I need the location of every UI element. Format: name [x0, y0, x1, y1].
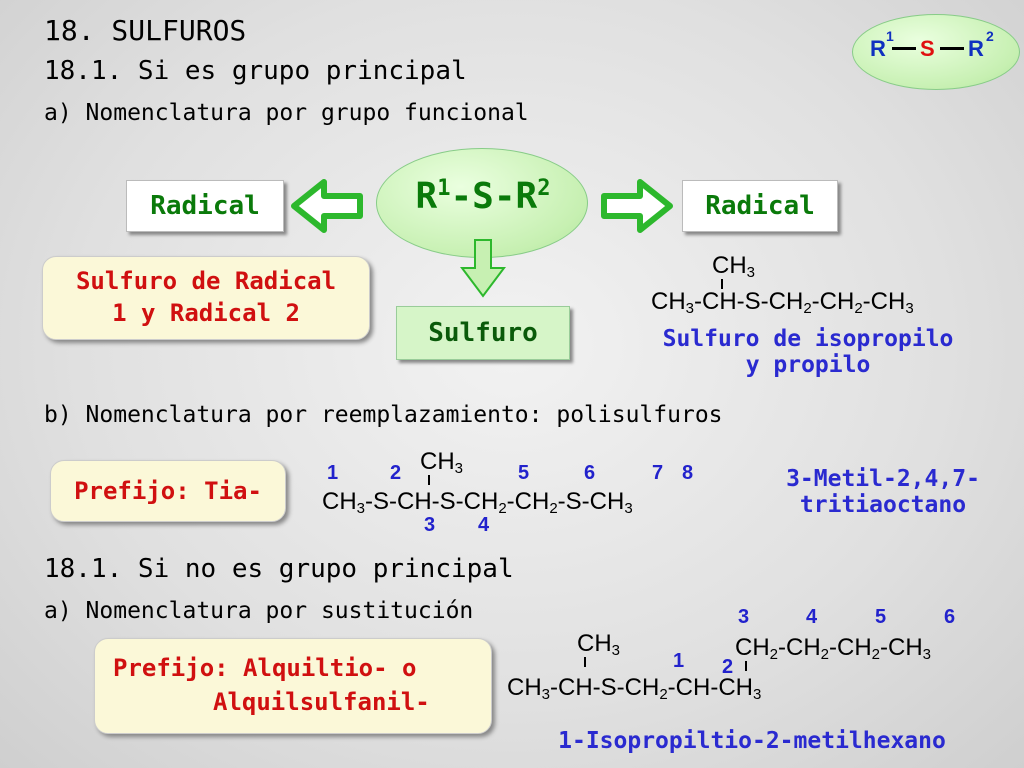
- section-title: 18. SULFUROS: [44, 14, 247, 47]
- general-formula-badge: [852, 14, 1020, 90]
- ex3-number-4: 4: [806, 606, 818, 628]
- heading-functional-group: a) Nomenclatura por grupo funcional: [44, 100, 529, 126]
- arrow-left-icon: [291, 179, 363, 233]
- ex1-branch-bond: [721, 279, 723, 289]
- ex3-number-5: 5: [875, 606, 887, 628]
- badge-bond-left: [892, 47, 916, 50]
- ex3-chain-top: CH2-CH2-CH2-CH3: [735, 634, 932, 663]
- heading-substitution: a) Nomenclatura por sustitución: [44, 598, 474, 624]
- ex3-number-3: 3: [738, 606, 750, 628]
- ex3-number-1: 1: [673, 650, 685, 672]
- ex2-number-6: 6: [584, 462, 596, 484]
- ex2-number-8: 8: [682, 462, 694, 484]
- badge-r2: R: [968, 36, 984, 61]
- badge-r1: R: [870, 36, 886, 61]
- sulfuro-box: Sulfuro: [396, 306, 570, 360]
- subsection-title-2: 18.1. Si no es grupo principal: [44, 554, 514, 584]
- ex2-branch-bond: [428, 475, 430, 485]
- ex3-top-chain-bond: [745, 661, 747, 671]
- badge-bond-right: [940, 47, 964, 50]
- badge-formula: R 1 S R 2: [870, 28, 1000, 74]
- ex3-number-2: 2: [722, 656, 734, 678]
- ex3-branch-bond: [584, 657, 586, 667]
- badge-sup1: 1: [886, 28, 894, 44]
- arrow-down-icon: [460, 239, 506, 298]
- prefix-alquiltio-line1: Prefijo: Alquiltio- o: [113, 654, 417, 682]
- ex3-chain-main: CH3-CH-S-CH2-CH-CH3: [507, 674, 762, 703]
- ex2-branch: CH3: [420, 448, 464, 477]
- ex3-branch: CH3: [577, 630, 621, 659]
- name-template-box: Sulfuro de Radical 1 y Radical 2: [42, 256, 370, 340]
- ex2-number-3: 3: [424, 514, 436, 536]
- ex2-number-2: 2: [390, 462, 402, 484]
- subsection-title-1: 18.1. Si es grupo principal: [44, 56, 467, 86]
- radical-box-left: Radical: [126, 180, 284, 232]
- arrow-right-icon: [601, 179, 673, 233]
- name-template-line1: Sulfuro de Radical: [75, 267, 337, 295]
- badge-sup2: 2: [986, 28, 994, 44]
- badge-s: S: [920, 36, 935, 61]
- radical-box-right: Radical: [682, 180, 838, 232]
- ex2-name: 3-Metil-2,4,7- tritiaoctano: [786, 466, 980, 518]
- heading-replacement: b) Nomenclatura por reemplazamiento: pol…: [44, 402, 723, 428]
- ex2-number-7: 7: [652, 462, 664, 484]
- ex1-branch: CH3: [712, 252, 756, 281]
- ex1-name: Sulfuro de isopropilo y propilo: [662, 326, 954, 378]
- ex2-number-5: 5: [518, 462, 530, 484]
- prefix-tia-box: Prefijo: Tia-: [50, 460, 286, 522]
- prefix-alquiltio-box: Prefijo: Alquiltio- o Alquilsulfanil-: [94, 638, 492, 734]
- ex2-chain: CH3-S-CH-S-CH2-CH2-S-CH3: [322, 488, 633, 517]
- ex2-number-4: 4: [478, 514, 490, 536]
- ex1-chain: CH3-CH-S-CH2-CH2-CH3: [651, 288, 914, 317]
- prefix-alquiltio-line2: Alquilsulfanil-: [213, 688, 430, 716]
- name-template-line2: 1 y Radical 2: [112, 299, 300, 327]
- ex3-number-6: 6: [944, 606, 956, 628]
- center-formula: R1-S-R2: [415, 176, 551, 217]
- ex3-name: 1-Isopropiltio-2-metilhexano: [558, 728, 946, 754]
- ex2-number-1: 1: [327, 462, 339, 484]
